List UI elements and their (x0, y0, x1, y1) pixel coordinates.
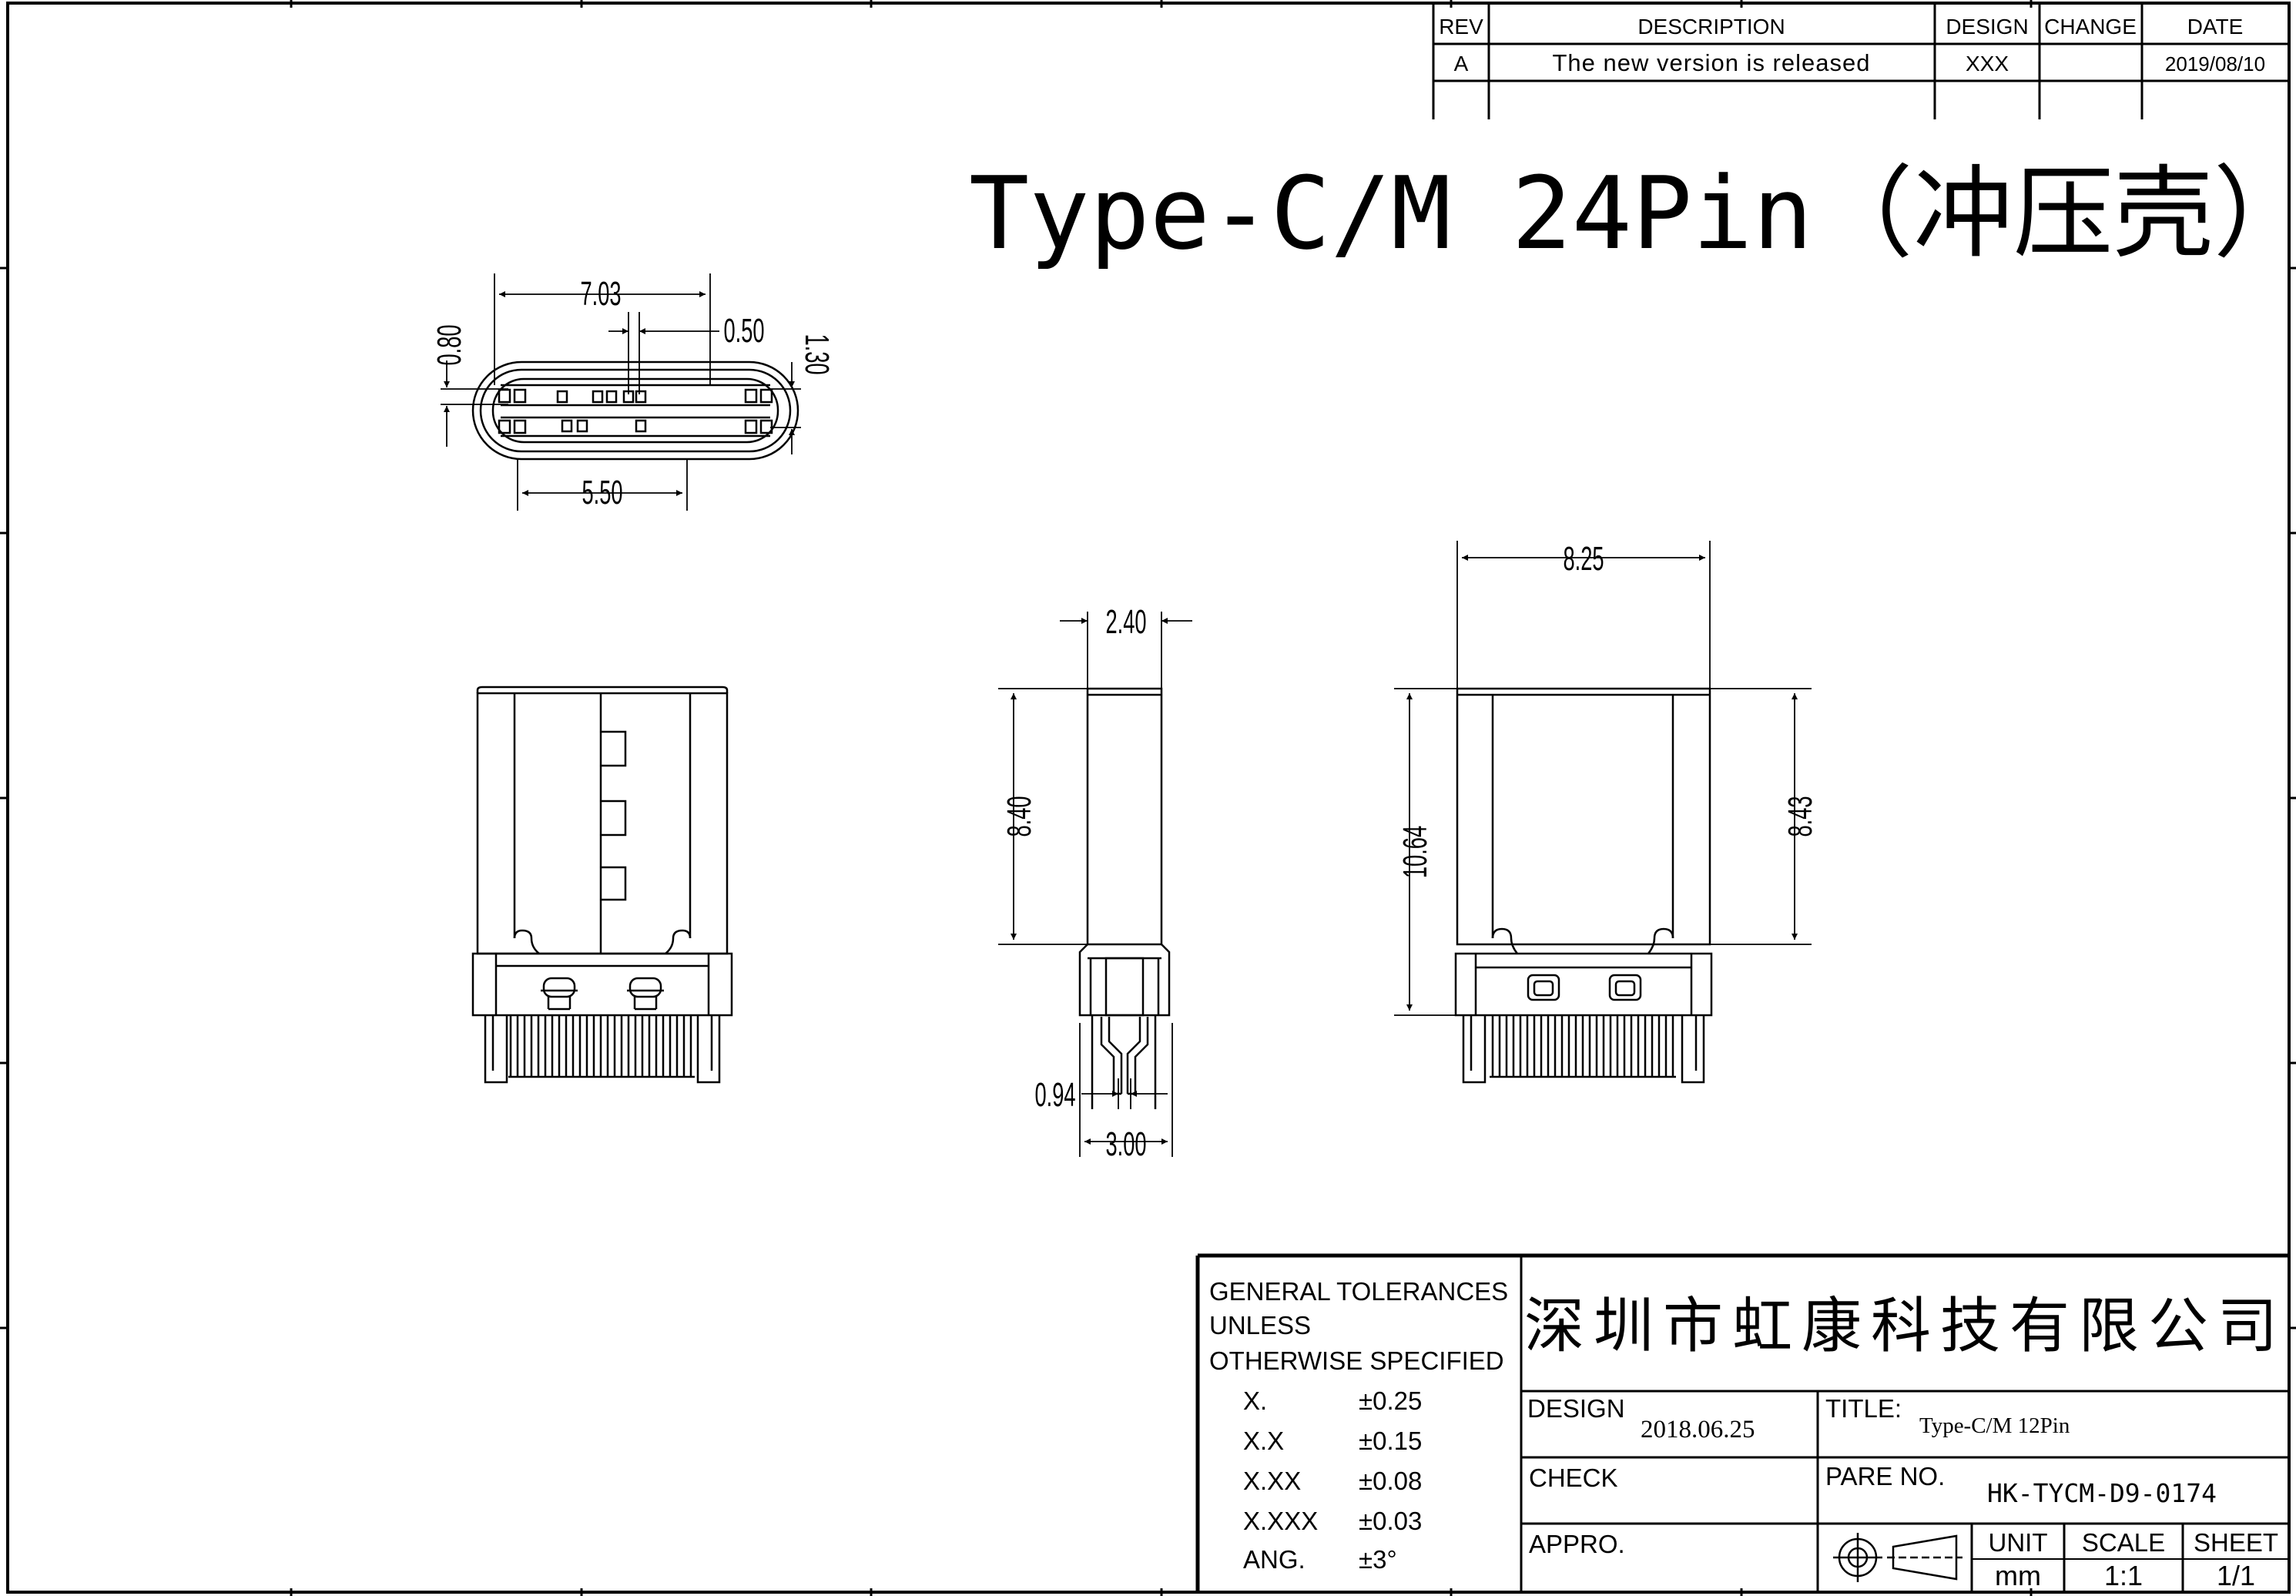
front-view-dimension-labels: 7.03 0.50 0.80 1.30 5.50 (430, 274, 836, 511)
tolerance-heading-3: OTHERWISE SPECIFIED (1209, 1346, 1504, 1375)
dim-8-40: 8.40 (1000, 796, 1037, 837)
tolerance-value-x-xxx: ±0.03 (1359, 1507, 1422, 1535)
sheet-value: 1/1 (2217, 1560, 2255, 1591)
tolerance-value-x-x: ±0.15 (1359, 1427, 1422, 1455)
front-view (471, 360, 799, 461)
dim-5-50: 5.50 (582, 473, 622, 511)
dim-0-50: 0.50 (723, 311, 764, 349)
unit-label: UNIT (1989, 1528, 2048, 1557)
tolerance-block: GENERAL TOLERANCES UNLESS OTHERWISE SPEC… (1209, 1277, 1508, 1574)
side-view (1078, 687, 1171, 1109)
date-header: DATE (2187, 15, 2244, 39)
check-label: CHECK (1529, 1464, 1618, 1492)
company-name: 深圳市虹康科技有限公司 (1524, 1293, 2287, 1360)
change-header: CHANGE (2044, 15, 2137, 39)
title-label: TITLE: (1825, 1394, 1902, 1423)
revision-block: REV DESCRIPTION DESIGN CHANGE DATE A The… (1432, 3, 2289, 119)
revision-description: The new version is released (1553, 49, 1871, 76)
top-view (471, 686, 733, 1084)
dim-7-03: 7.03 (580, 274, 621, 312)
projection-symbol-icon (1833, 1533, 1962, 1582)
tolerance-heading-2: UNLESS (1209, 1311, 1311, 1340)
tolerance-label-x: X. (1243, 1386, 1267, 1415)
rear-view-dimensions (1394, 541, 1812, 1016)
side-view-dimension-labels: 2.40 8.40 0.94 3.00 (1000, 602, 1146, 1162)
tolerance-label-angle: ANG. (1243, 1545, 1306, 1574)
title-value: Type-C/M 12Pin (1919, 1413, 2070, 1438)
tolerance-value-angle: ±3° (1359, 1545, 1397, 1574)
design-date: 2018.06.25 (1641, 1416, 1755, 1443)
description-header: DESCRIPTION (1637, 15, 1785, 39)
unit-value: mm (1995, 1560, 2041, 1591)
revision-date: 2019/08/10 (2165, 52, 2265, 75)
scale-value: 1:1 (2104, 1560, 2143, 1591)
rev-header: REV (1439, 15, 1483, 39)
rear-view (1454, 687, 1713, 1084)
drawing-title: Type-C/M 24Pin（冲压壳） (969, 155, 2296, 272)
tolerance-value-x-xx: ±0.08 (1359, 1467, 1422, 1495)
dim-1-30: 1.30 (798, 334, 836, 374)
dim-3-00: 3.00 (1105, 1125, 1146, 1162)
design-label: DESIGN (1527, 1394, 1625, 1423)
tolerance-label-x-xxx: X.XXX (1243, 1507, 1318, 1535)
front-view-dimensions (441, 273, 801, 511)
scale-label: SCALE (2082, 1528, 2165, 1557)
design-header: DESIGN (1946, 15, 2028, 39)
dim-10-64: 10.64 (1396, 826, 1433, 878)
dim-2-40: 2.40 (1105, 602, 1146, 640)
tolerance-heading-1: GENERAL TOLERANCES (1209, 1277, 1508, 1306)
dim-0-80: 0.80 (430, 324, 468, 365)
dim-8-25: 8.25 (1563, 539, 1604, 577)
tolerance-value-x: ±0.25 (1359, 1386, 1422, 1415)
tolerance-label-x-x: X.X (1243, 1427, 1284, 1455)
title-block: GENERAL TOLERANCES UNLESS OTHERWISE SPEC… (1195, 1253, 2289, 1592)
dim-0-94: 0.94 (1034, 1075, 1075, 1113)
sheet-label: SHEET (2194, 1528, 2278, 1557)
part-number-value: HK-TYCM-D9-0174 (1987, 1478, 2217, 1508)
approve-label: APPRO. (1529, 1530, 1625, 1558)
dim-8-43: 8.43 (1781, 796, 1818, 837)
side-view-dimensions (998, 612, 1192, 1157)
rear-view-dimension-labels: 8.25 10.64 8.43 (1396, 539, 1818, 878)
rev-value: A (1454, 52, 1469, 75)
revision-designer: XXX (1966, 52, 2009, 75)
tolerance-label-x-xx: X.XX (1243, 1467, 1301, 1495)
part-number-label: PARE NO. (1825, 1462, 1945, 1490)
